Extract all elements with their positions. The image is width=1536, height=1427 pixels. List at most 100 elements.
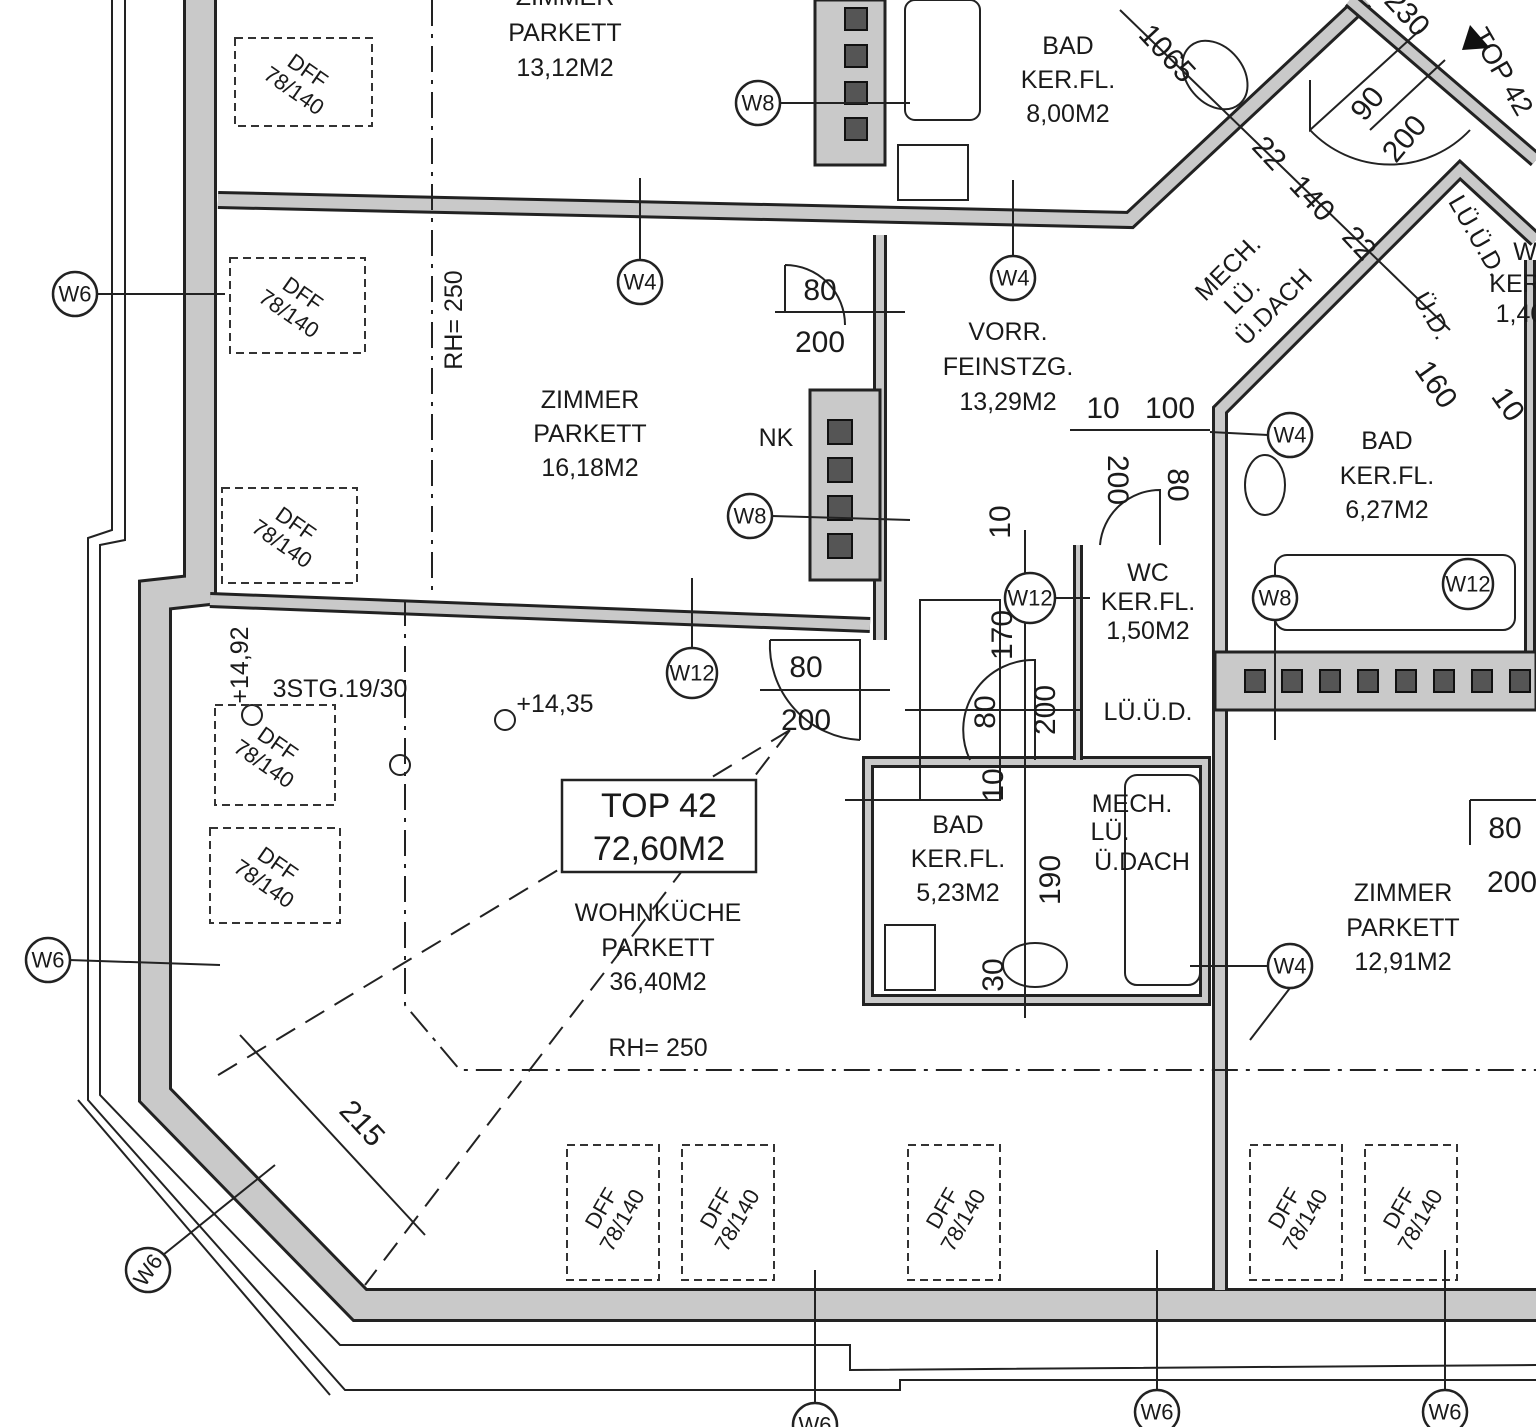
- window-tag-w12: W12: [665, 646, 719, 700]
- svg-text:DFF78/140: DFF78/140: [1257, 1173, 1333, 1256]
- svg-text:W8: W8: [1259, 586, 1292, 611]
- svg-text:DFF78/140: DFF78/140: [254, 264, 337, 343]
- room-bad-8-00: BAD KER.FL. 8,00M2: [1021, 32, 1115, 128]
- svg-text:DFF78/140: DFF78/140: [574, 1173, 650, 1256]
- svg-text:200: 200: [795, 326, 845, 359]
- svg-text:WC: WC: [1127, 559, 1169, 587]
- svg-text:W6: W6: [59, 282, 92, 307]
- svg-text:DFF78/140: DFF78/140: [689, 1173, 765, 1256]
- window-tag-w4: W4: [1266, 411, 1314, 459]
- doors: [768, 29, 1536, 845]
- svg-text:Ü.DACH: Ü.DACH: [1094, 848, 1190, 876]
- svg-text:DFF78/140: DFF78/140: [1372, 1173, 1448, 1256]
- svg-text:DFF78/140: DFF78/140: [259, 41, 342, 120]
- window-tag-w4: W4: [616, 258, 664, 306]
- svg-text:200: 200: [1029, 685, 1062, 735]
- svg-text:1,50M2: 1,50M2: [1106, 617, 1189, 645]
- window-tag-w6: W6: [124, 1246, 172, 1294]
- unit-name: TOP 42: [601, 787, 717, 825]
- svg-text:6,27M2: 6,27M2: [1345, 496, 1428, 524]
- svg-text:W4: W4: [1274, 423, 1307, 448]
- svg-text:200: 200: [1487, 866, 1536, 899]
- svg-text:1,40: 1,40: [1496, 300, 1536, 328]
- svg-text:13,12M2: 13,12M2: [516, 54, 613, 82]
- svg-text:KER.FL.: KER.FL.: [1340, 462, 1434, 490]
- svg-text:W4: W4: [1274, 954, 1307, 979]
- svg-text:PARKETT: PARKETT: [601, 934, 714, 962]
- roof-window: DFF78/140: [221, 487, 358, 584]
- svg-text:80: 80: [1161, 468, 1194, 501]
- svg-text:BAD: BAD: [932, 811, 983, 839]
- window-tag-w6: W6: [1421, 1388, 1469, 1427]
- svg-text:W12: W12: [669, 661, 714, 686]
- nk-label: NK: [759, 424, 794, 452]
- room-zimmer-13-12: ZIMMER PARKETT 13,12M2: [508, 0, 621, 82]
- window-tag-w4: W4: [989, 254, 1037, 302]
- svg-text:80: 80: [1488, 812, 1521, 845]
- lud-label: LÜ.Ü.D.: [1104, 698, 1193, 726]
- room-labels: ZIMMER PARKETT 13,12M2 BAD KER.FL. 8,00M2 ZI…: [226, 0, 1536, 1062]
- svg-text:VORR.: VORR.: [968, 318, 1047, 346]
- floor-level: +14,35: [516, 690, 593, 718]
- roof-window: DFF78/140: [1364, 1144, 1458, 1281]
- svg-text:80: 80: [803, 274, 836, 307]
- svg-text:W6: W6: [799, 1413, 832, 1427]
- room-bad-6-27: BAD KER.FL. 6,27M2: [1340, 427, 1434, 524]
- window-tag-w6: W6: [1133, 1388, 1181, 1427]
- roof-window: DFF78/140: [681, 1144, 775, 1281]
- facade-lines: [77, 0, 1536, 1396]
- svg-text:W: W: [1513, 238, 1536, 266]
- svg-text:DFF78/140: DFF78/140: [229, 834, 312, 913]
- svg-text:160: 160: [1408, 355, 1464, 415]
- roof-window: DFF78/140: [566, 1144, 660, 1281]
- roof-window: DFF78/140: [229, 257, 366, 354]
- roof-window: DFF78/140: [214, 704, 336, 806]
- svg-text:KER.FL.: KER.FL.: [1101, 588, 1195, 616]
- svg-text:200: 200: [781, 704, 831, 737]
- roof-window: DFF78/140: [234, 37, 373, 127]
- svg-text:10: 10: [977, 768, 1010, 801]
- mech-label-1: MECH.LÜ.Ü.DACH: [1091, 790, 1190, 876]
- svg-text:13,29M2: 13,29M2: [959, 388, 1056, 416]
- svg-text:W12: W12: [1007, 586, 1052, 611]
- window-tag-w8: W8: [1251, 574, 1299, 622]
- svg-text:ZIMMER: ZIMMER: [541, 386, 640, 414]
- svg-text:WOHNKÜCHE: WOHNKÜCHE: [575, 899, 742, 927]
- svg-text:BAD: BAD: [1042, 32, 1093, 60]
- window-tag-w4: W4: [1266, 942, 1314, 990]
- svg-text:80: 80: [969, 695, 1002, 728]
- tag-leaders: [68, 102, 1446, 1410]
- svg-text:DFF78/140: DFF78/140: [915, 1173, 991, 1256]
- svg-text:8,00M2: 8,00M2: [1026, 100, 1109, 128]
- svg-text:ZIMMER: ZIMMER: [1354, 879, 1453, 907]
- roof-window: DFF78/140: [209, 827, 341, 924]
- svg-text:90: 90: [1344, 81, 1391, 128]
- svg-text:W4: W4: [997, 266, 1030, 291]
- svg-text:30: 30: [977, 958, 1010, 991]
- svg-text:PARKETT: PARKETT: [508, 19, 621, 47]
- room-height-vertical: RH= 250: [440, 270, 468, 369]
- window-tag-w12: W12: [1003, 571, 1057, 625]
- svg-text:200: 200: [1101, 455, 1134, 505]
- window-tags: W8 W4 W4 W6 W8 W12 W12 W4 W8 W12 W6 W4 W…: [24, 79, 1495, 1427]
- window-tag-w8: W8: [726, 492, 774, 540]
- svg-text:W6: W6: [1429, 1400, 1462, 1425]
- svg-text:PARKETT: PARKETT: [1346, 914, 1459, 942]
- window-tag-w6: W6: [51, 270, 99, 318]
- svg-text:MECH.: MECH.: [1092, 790, 1173, 818]
- svg-text:W6: W6: [1141, 1400, 1174, 1425]
- svg-text:ZIMMER: ZIMMER: [516, 0, 615, 11]
- unit-box: TOP 42 72,60M2: [560, 778, 758, 874]
- svg-text:KER.FL.: KER.FL.: [1021, 66, 1115, 94]
- svg-text:36,40M2: 36,40M2: [609, 968, 706, 996]
- svg-text:100: 100: [1145, 392, 1195, 425]
- svg-text:190: 190: [1034, 855, 1067, 905]
- room-vorraum: VORR.FEINSTZG.13,29M2: [943, 318, 1074, 416]
- svg-text:BAD: BAD: [1361, 427, 1412, 455]
- svg-text:DFF78/140: DFF78/140: [247, 494, 330, 573]
- svg-text:LÜ.: LÜ.: [1091, 818, 1130, 846]
